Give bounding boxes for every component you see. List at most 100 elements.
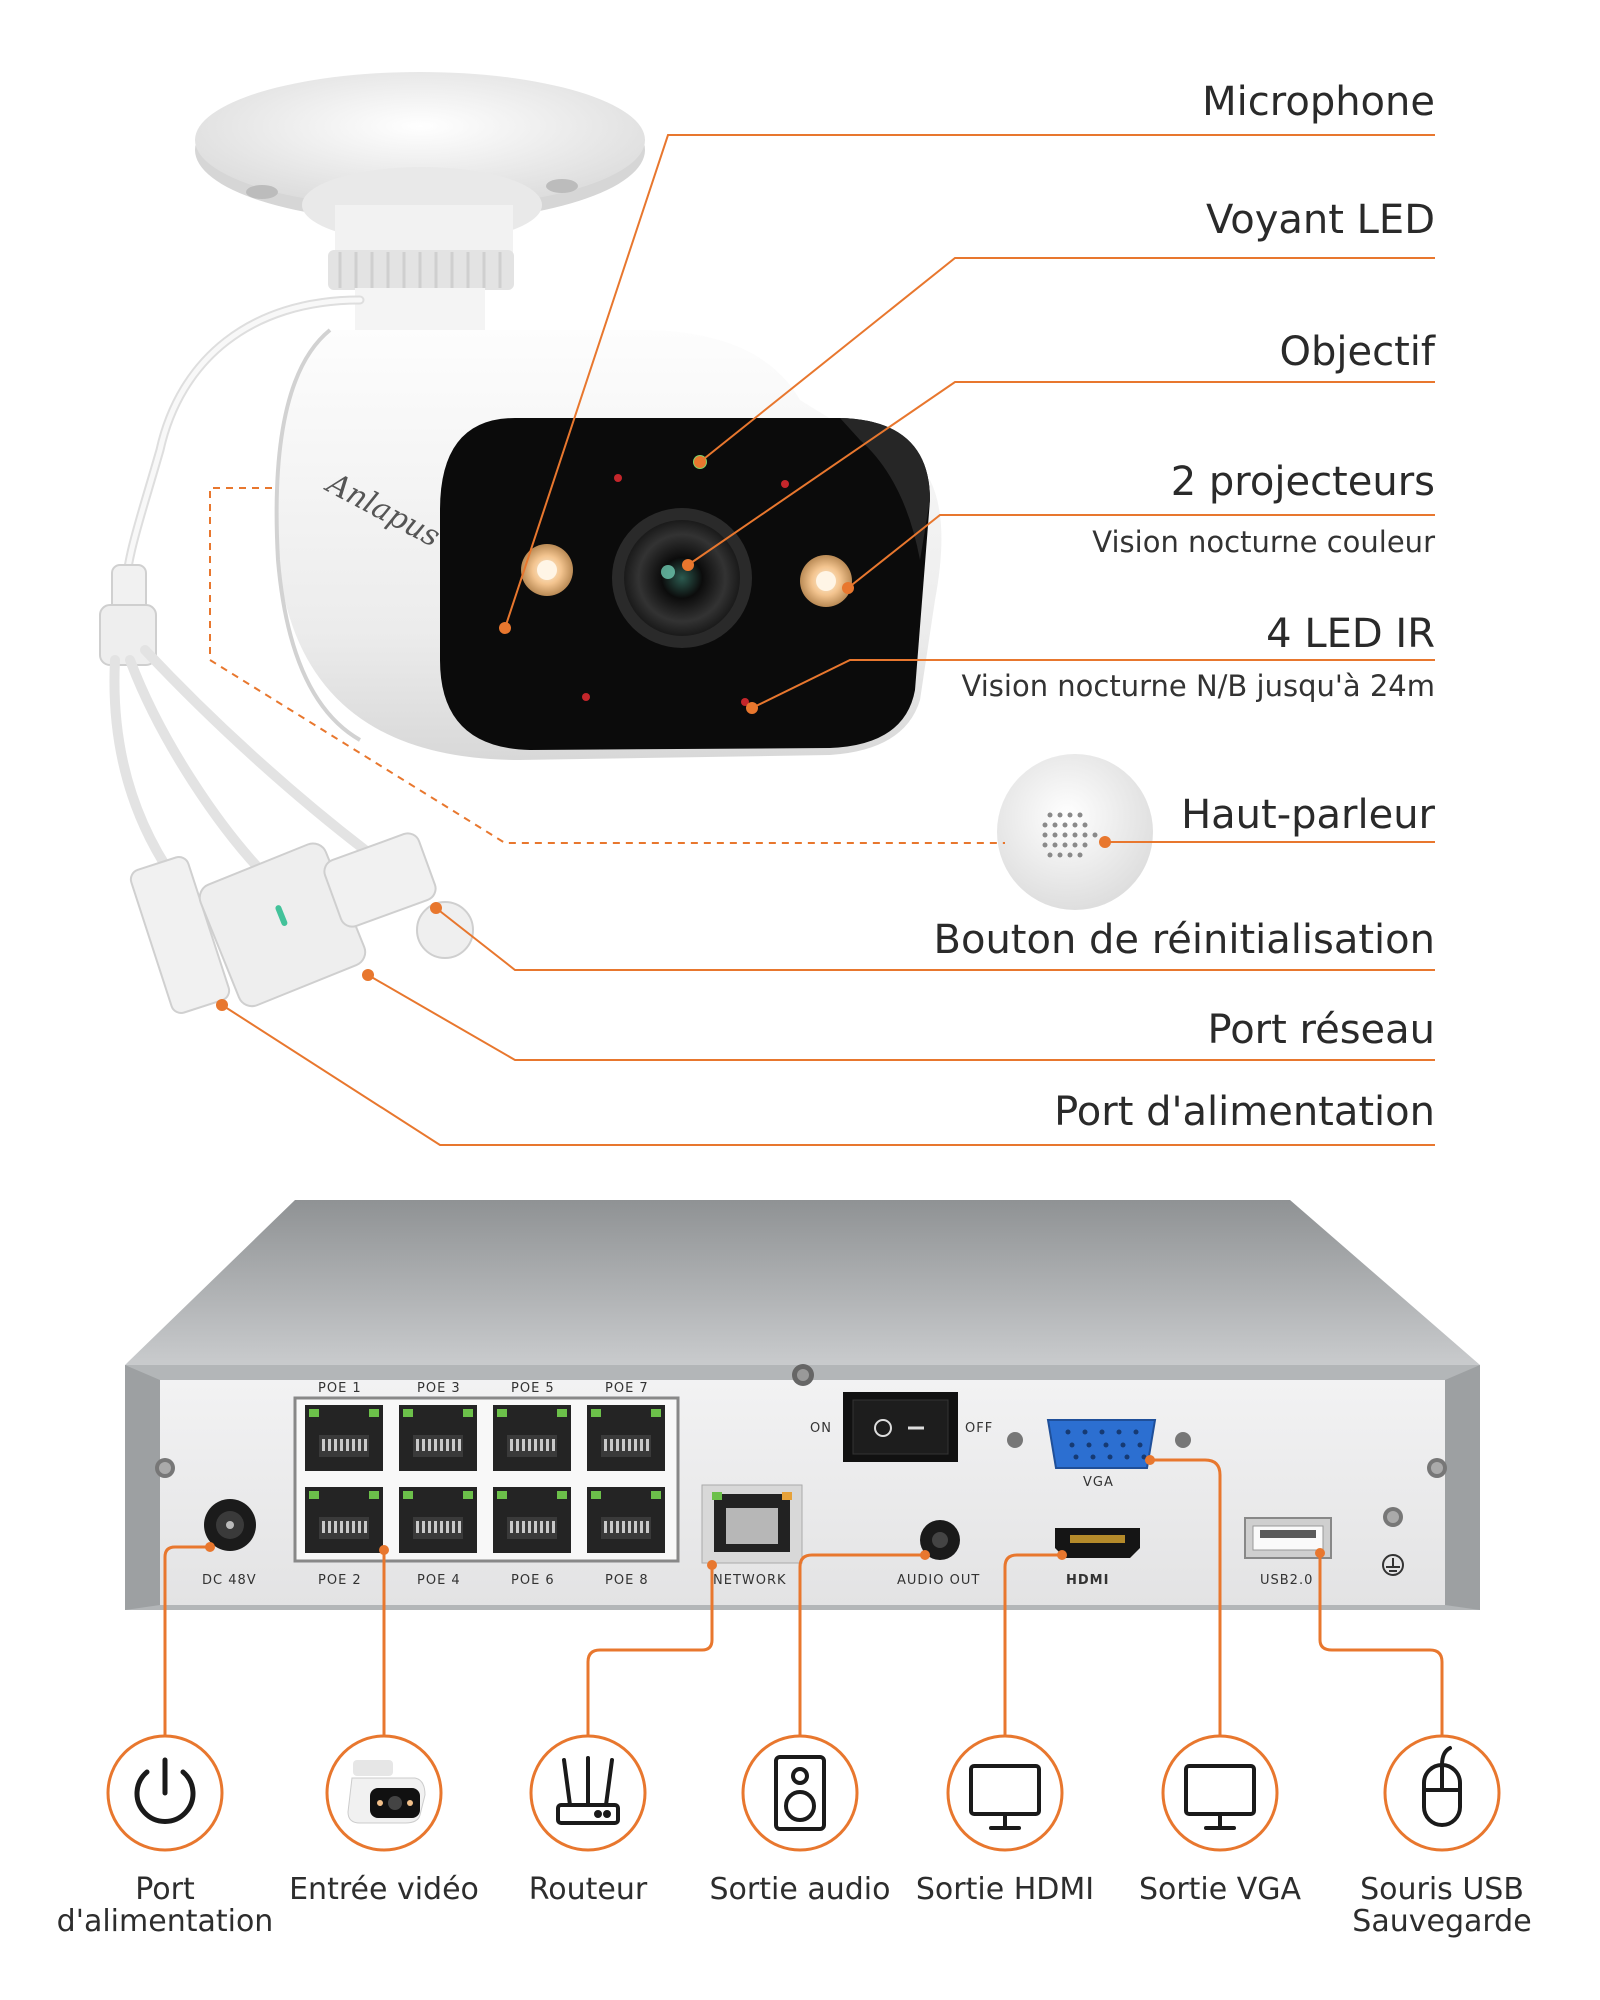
caption-line: Souris USB — [1360, 1872, 1524, 1907]
dc-power-port — [204, 1499, 256, 1551]
mouse-icon — [1422, 1746, 1462, 1827]
caption-audio: Sortie audio — [685, 1874, 915, 1906]
caption-line: Entrée vidéo — [289, 1872, 479, 1907]
vga-pin — [1141, 1454, 1147, 1460]
poe-label: POE 2 — [318, 1573, 362, 1588]
vga-pin — [1069, 1442, 1075, 1448]
rj45-port — [493, 1405, 571, 1471]
leader-dots — [216, 456, 1111, 1011]
audio-label: AUDIO OUT — [897, 1573, 980, 1588]
caption-line: Sortie VGA — [1138, 1872, 1302, 1907]
ir-led-icon — [582, 693, 590, 701]
label-reset: Bouton de réinitialisation — [933, 917, 1435, 963]
speaker-box-icon — [774, 1755, 826, 1831]
ir-led-icon — [614, 474, 622, 482]
hdmi-port — [1055, 1528, 1140, 1558]
rj45-port — [493, 1487, 571, 1553]
poe-label: POE 4 — [417, 1573, 461, 1588]
label-ir-sub: Vision nocturne N/B jusqu'à 24m — [961, 669, 1435, 703]
nvr-case-top — [125, 1200, 1480, 1365]
hdmi-label: HDMI — [1066, 1573, 1109, 1588]
network-port — [701, 1484, 803, 1564]
vga-pin — [1090, 1454, 1096, 1460]
caption-line: Sortie audio — [709, 1872, 891, 1907]
caption-hdmi: Sortie HDMI — [890, 1874, 1120, 1906]
usb-label: USB2.0 — [1260, 1573, 1313, 1588]
speaker-dashed-line — [209, 487, 1005, 844]
poe-label: POE 5 — [511, 1381, 555, 1396]
vga-label: VGA — [1083, 1475, 1114, 1490]
poe-label: POE 6 — [511, 1573, 555, 1588]
camera-mount — [195, 72, 645, 343]
label-speaker: Haut-parleur — [1181, 792, 1435, 838]
label-microphone: Microphone — [1202, 79, 1435, 125]
leader-lines — [221, 134, 1435, 1146]
rj45-port — [399, 1487, 477, 1553]
vga-pin — [1086, 1442, 1092, 1448]
rj45-port — [305, 1405, 383, 1471]
vga-pin — [1065, 1429, 1071, 1435]
ir-led-icon — [741, 698, 749, 706]
connector-reset — [323, 832, 474, 959]
label-spotlights: 2 projecteurs — [1170, 459, 1435, 505]
rj45-port — [587, 1487, 665, 1553]
switch-off-label: OFF — [965, 1421, 993, 1436]
vga-pin — [1082, 1429, 1088, 1435]
router-icon — [556, 1756, 620, 1825]
spotlight-icon — [521, 544, 573, 596]
label-network: Port réseau — [1207, 1007, 1436, 1053]
screw-icon — [155, 1364, 1447, 1527]
camera-cable — [99, 295, 370, 885]
poe-label: POE 1 — [318, 1381, 362, 1396]
dc-label: DC 48V — [202, 1573, 257, 1588]
vga-port — [1046, 1419, 1157, 1469]
caption-line: Sauvegarde — [1352, 1904, 1532, 1939]
poe-label: POE 7 — [605, 1381, 649, 1396]
label-power: Port d'alimentation — [1054, 1089, 1435, 1135]
vga-pin — [1124, 1454, 1130, 1460]
connector-power — [129, 856, 231, 1014]
usb-port — [1244, 1517, 1332, 1559]
rj45-port — [587, 1405, 665, 1471]
caption-vga: Sortie VGA — [1105, 1874, 1335, 1906]
camera-icon — [347, 1760, 426, 1824]
caption-video: Entrée vidéo — [269, 1874, 499, 1906]
caption-usb: Souris USB Sauvegarde — [1327, 1874, 1557, 1938]
audio-out-port — [920, 1520, 960, 1560]
caption-power: Port d'alimentation — [50, 1874, 280, 1938]
switch-on-label: ON — [810, 1421, 832, 1436]
label-led: Voyant LED — [1205, 197, 1435, 243]
ground-icon — [1382, 1554, 1404, 1576]
caption-router: Routeur — [473, 1874, 703, 1906]
caption-line: d'alimentation — [56, 1904, 274, 1939]
monitor-icon — [1184, 1764, 1256, 1830]
vga-pin — [1107, 1454, 1113, 1460]
vga-pin — [1099, 1429, 1105, 1435]
poe-ports — [305, 1405, 665, 1553]
rj45-port — [305, 1487, 383, 1553]
nvr-leader-dots — [205, 1455, 1325, 1570]
vga-pin — [1133, 1429, 1139, 1435]
poe-label: POE 8 — [605, 1573, 649, 1588]
label-lens: Objectif — [1279, 329, 1435, 375]
vga-pin — [1073, 1454, 1079, 1460]
spotlight-icon — [800, 555, 852, 607]
caption-line: Sortie HDMI — [915, 1872, 1095, 1907]
power-icon — [134, 1757, 196, 1824]
vga-pin — [1120, 1442, 1126, 1448]
vga-pin — [1103, 1442, 1109, 1448]
monitor-icon — [969, 1764, 1041, 1830]
ir-led-icon — [781, 480, 789, 488]
vga-pin — [1137, 1442, 1143, 1448]
network-label: NETWORK — [713, 1573, 787, 1588]
label-ir: 4 LED IR — [1266, 611, 1435, 657]
power-switch — [843, 1392, 958, 1462]
camera-illustration: Anlapus — [99, 72, 1435, 1146]
caption-line: Routeur — [528, 1872, 648, 1907]
nvr-leader-lines — [163, 1458, 1444, 1735]
vga-pin — [1116, 1429, 1122, 1435]
caption-line: Port — [135, 1872, 195, 1907]
rj45-port — [399, 1405, 477, 1471]
label-spotlights-sub: Vision nocturne couleur — [1092, 525, 1435, 559]
